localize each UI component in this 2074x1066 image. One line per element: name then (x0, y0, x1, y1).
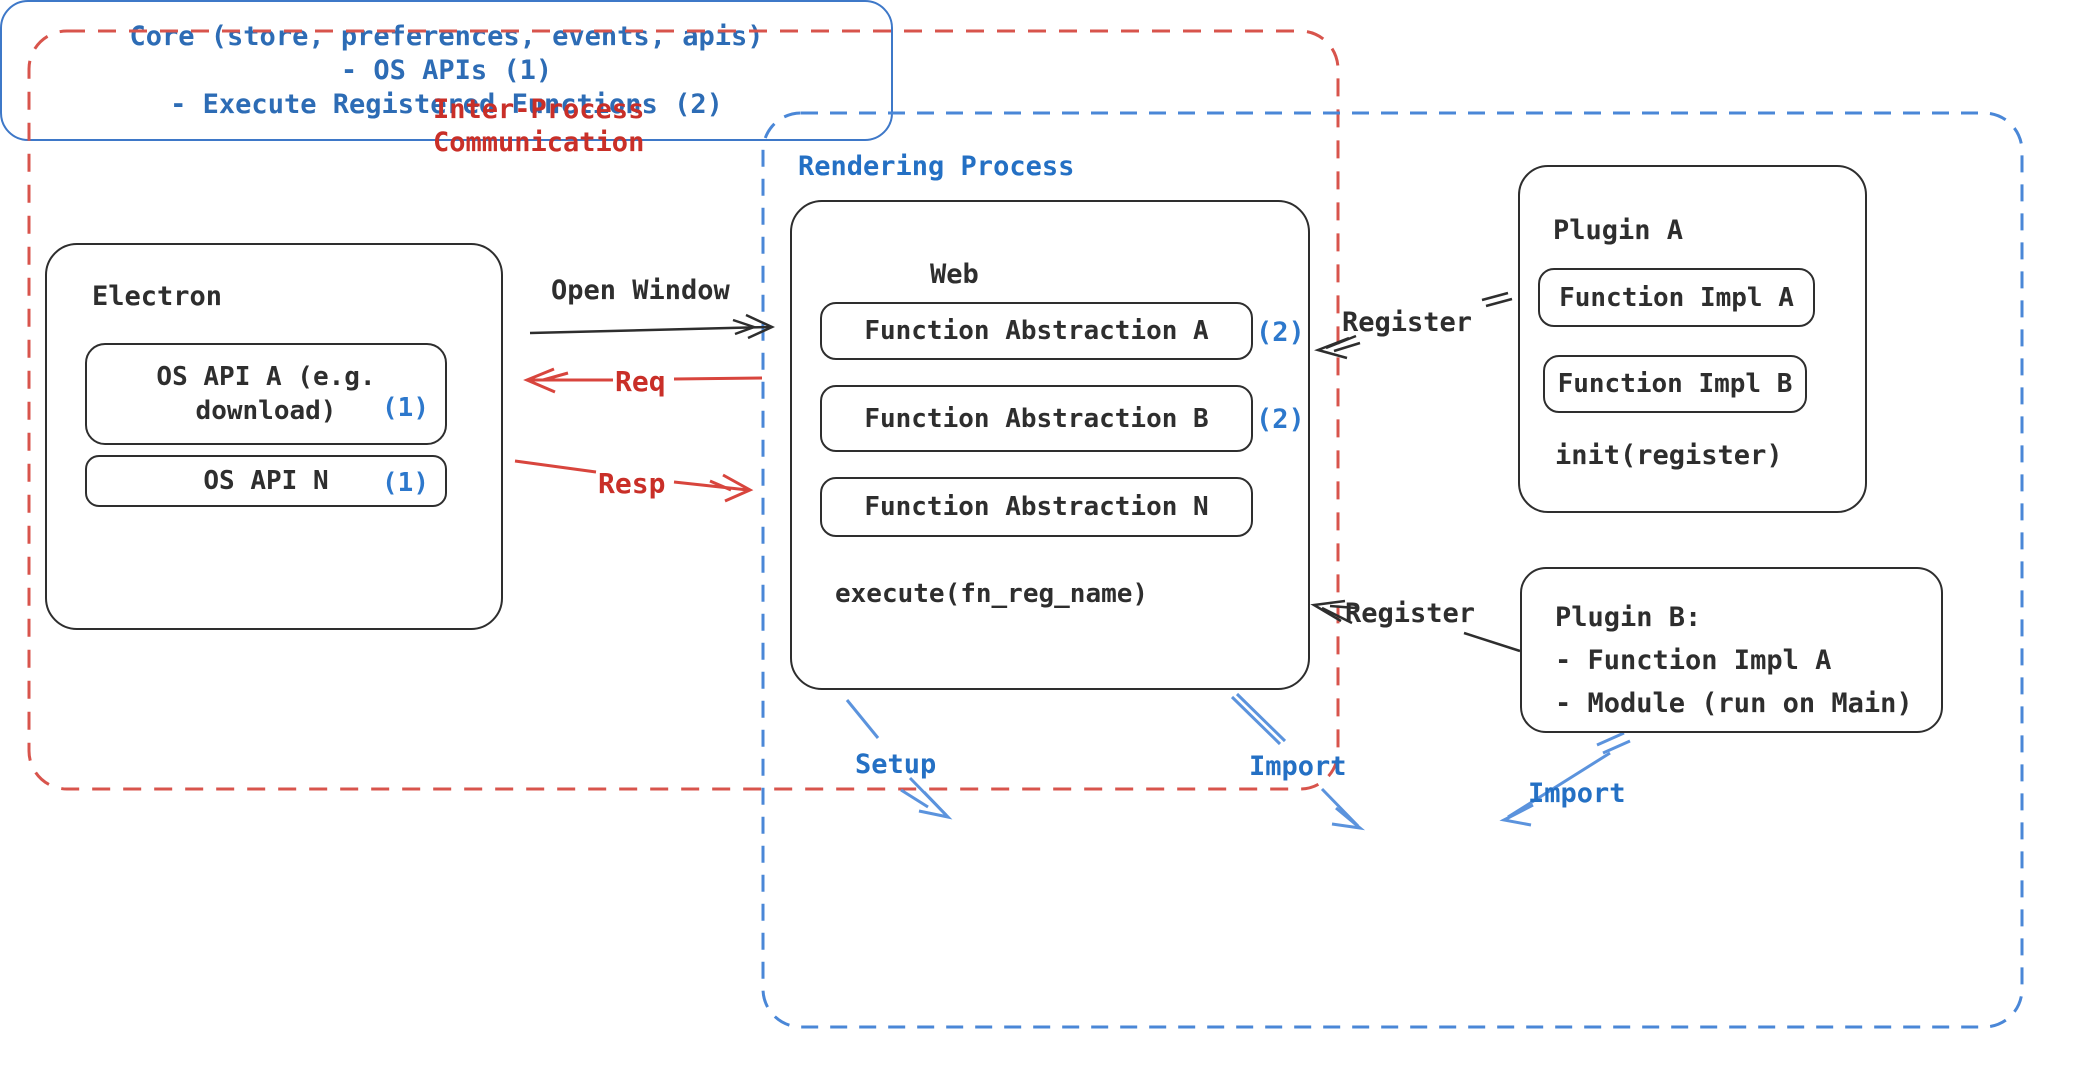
open-window-label: Open Window (551, 275, 730, 306)
setup-label: Setup (855, 749, 937, 780)
core-line2: - OS APIs (1) (340, 54, 553, 86)
electron-title: Electron (92, 281, 223, 312)
function-impl-b-label: Function Impl B (1557, 369, 1793, 399)
plugin-b-text: Plugin B:- Function Impl A- Module (run … (1555, 602, 1913, 719)
function-abstraction-n-label: Function Abstraction N (864, 492, 1209, 522)
register-top-label: Register (1342, 307, 1473, 338)
os-api-a-node: OS API A (e.g. download) (1) (85, 343, 447, 445)
import-plugin-label: Import (1528, 778, 1626, 809)
electron-node (45, 243, 503, 630)
web-title: Web (930, 259, 979, 290)
import-web-label: Import (1249, 751, 1347, 782)
rendering-region-label: Rendering Process (798, 151, 1075, 182)
function-impl-b-node: Function Impl B (1543, 355, 1807, 413)
plugin-a-title: Plugin A (1553, 215, 1684, 246)
core-line1: Core (store, preferences, events, apis) (129, 20, 764, 52)
function-abstraction-n-node: Function Abstraction N (820, 477, 1253, 537)
os-api-a-line1: OS API A (e.g. (156, 362, 376, 392)
plugin-a-node (1518, 165, 1867, 513)
init-register-label: init(register) (1555, 440, 1783, 471)
os-api-n-label: OS API N (203, 466, 329, 496)
req-label: Req (615, 365, 666, 398)
function-impl-a-label: Function Impl A (1559, 282, 1794, 313)
function-abstraction-a-label: Function Abstraction A (864, 316, 1209, 346)
open-window-arrow (529, 313, 775, 340)
function-abstraction-b-node: Function Abstraction B (820, 385, 1253, 452)
os-api-n-badge: (1) (382, 468, 429, 498)
plugin-b-node (1520, 567, 1943, 733)
function-abstraction-b-badge: (2) (1256, 404, 1305, 435)
function-abstraction-a-node: Function Abstraction A (820, 302, 1253, 360)
function-abstraction-b-label: Function Abstraction B (864, 403, 1209, 434)
function-abstraction-a-badge: (2) (1256, 317, 1305, 348)
register-bottom-label: Register (1345, 598, 1476, 629)
os-api-n-node: OS API N (1) (85, 455, 447, 507)
resp-label: Resp (598, 467, 666, 500)
os-api-a-line2: download) (195, 396, 337, 426)
execute-label: execute(fn_reg_name) (835, 579, 1149, 609)
web-node (790, 200, 1310, 690)
os-api-a-badge: (1) (382, 393, 429, 423)
function-impl-a-node: Function Impl A (1538, 268, 1815, 327)
